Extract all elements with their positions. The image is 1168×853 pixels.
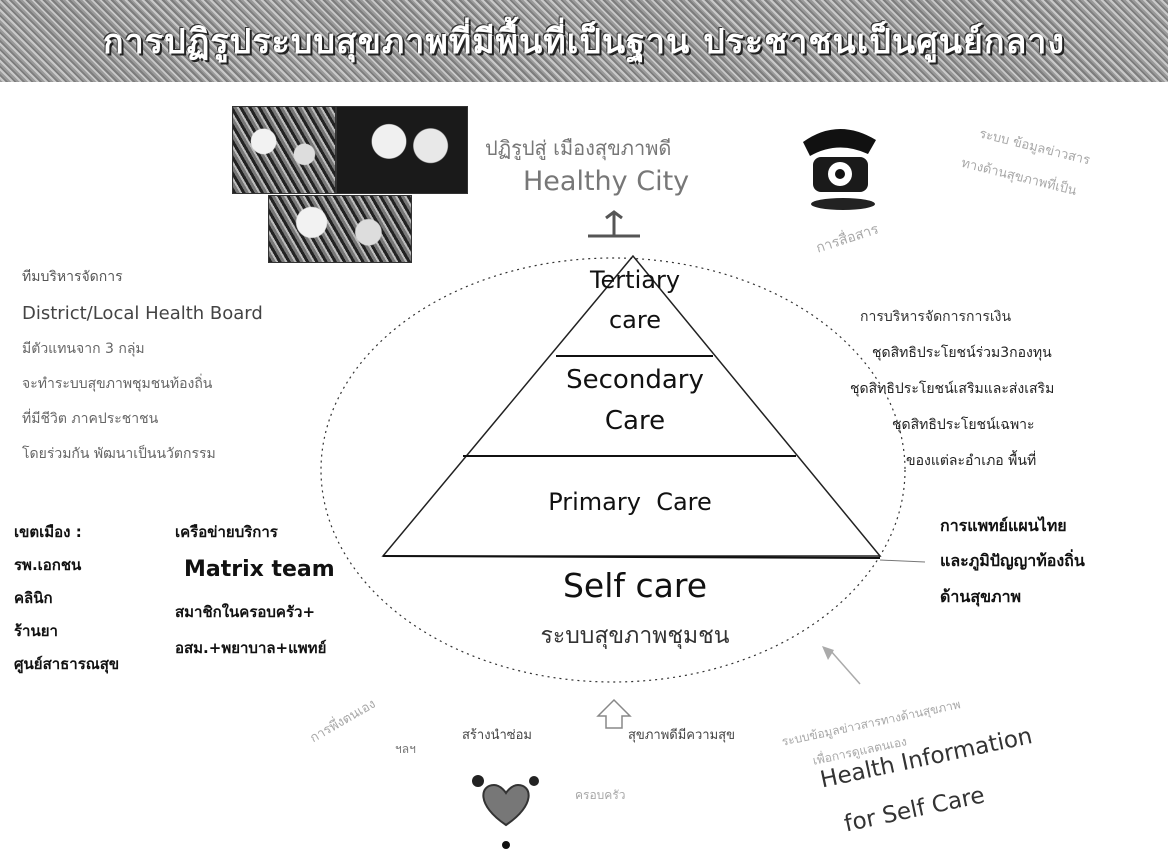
list-item: คลินิก: [14, 589, 53, 607]
heart-care-icon: [472, 775, 539, 849]
right-mgmt-line-3: ชุดสิทธิประโยชน์เสริมและส่งเสริม: [850, 381, 1055, 397]
tertiary-label-2: care: [608, 306, 661, 334]
right-mgmt-line-1: การบริหารจัดการการเงิน: [860, 309, 1012, 325]
left-board-line-6: โดยร่วมกัน พัฒนาเป็นนวัตกรรม: [22, 446, 216, 462]
top-arrow: [588, 210, 640, 238]
reform-thai-text: ปฏิรูปสู่ เมืองสุขภาพดี: [485, 136, 672, 160]
etc-caption: ฯลฯ: [395, 742, 416, 756]
telephone-icon: [803, 128, 876, 210]
community-circle: [320, 257, 906, 683]
list-item: รพ.เอกชน: [14, 556, 82, 574]
healthy-happy-caption: สุขภาพดีมีความสุข: [628, 728, 735, 743]
left-board-line-3: มีตัวแทนจาก 3 กลุ่ม: [22, 341, 145, 357]
list-item: ศูนย์สาธารณสุข: [14, 655, 120, 673]
thai-medicine-line-3: ด้านสุขภาพ: [940, 587, 1022, 606]
list-item: เขตเมือง :: [14, 523, 82, 541]
family-member-label: สมาชิกในครอบครัว+: [175, 603, 316, 621]
secondary-label-2: Care: [604, 406, 666, 436]
volunteer-label: อสม.+พยาบาล+แพทย์: [175, 639, 327, 657]
thai-medicine-line-1: การแพทย์แผนไทย: [940, 516, 1067, 535]
right-mgmt-line-4: ชุดสิทธิประโยชน์เฉพาะ: [892, 417, 1035, 433]
left-board-line-4: จะทำระบบสุขภาพชุมชนท้องถิ่น: [22, 376, 213, 392]
base-line: [382, 555, 881, 559]
matrix-team-label: Matrix team: [184, 557, 335, 582]
right-mgmt-line-5: ของแต่ละอำเภอ พื้นที่: [906, 453, 1037, 469]
secondary-label-1: Secondary: [566, 365, 704, 395]
right-mgmt-line-2: ชุดสิทธิประโยชน์ร่วม3กองทุน: [872, 345, 1052, 361]
build-before-repair-caption: สร้างนำซ่อม: [462, 728, 532, 743]
community-system-label: ระบบสุขภาพชุมชน: [540, 623, 730, 649]
urban-service-list: เขตเมือง : รพ.เอกชน คลินิก ร้านยา ศูนย์ส…: [14, 516, 119, 681]
community-photo-2: [268, 195, 412, 263]
list-item: ร้านยา: [14, 622, 58, 640]
right-connector: [879, 559, 926, 563]
up-arrow-icon: [596, 698, 632, 729]
family-caption: ครอบครัว: [575, 788, 626, 802]
thai-medicine-line-2: และภูมิปัญญาท้องถิ่น: [940, 551, 1085, 570]
banner-title: การปฏิรูประบบสุขภาพที่มีพื้นที่เป็นฐาน ป…: [103, 22, 1065, 62]
left-board-line-2: District/Local Health Board: [22, 303, 263, 324]
healthy-city-text: Healthy City: [523, 166, 690, 197]
primary-label: Primary Care: [548, 488, 712, 516]
community-photo-1: [232, 106, 336, 194]
left-board-line-5: ที่มีชีวิต ภาคประชาชน: [22, 411, 159, 427]
elderly-photo: [336, 106, 468, 194]
title-banner: การปฏิรูประบบสุขภาพที่มีพื้นที่เป็นฐาน ป…: [0, 0, 1168, 82]
info-arrow: [829, 649, 861, 685]
self-care-label: Self care: [562, 566, 708, 605]
left-board-line-1: ทีมบริหารจัดการ: [22, 269, 123, 285]
network-label: เครือข่ายบริการ: [175, 523, 278, 541]
tertiary-label-1: Tertiary: [589, 266, 681, 294]
